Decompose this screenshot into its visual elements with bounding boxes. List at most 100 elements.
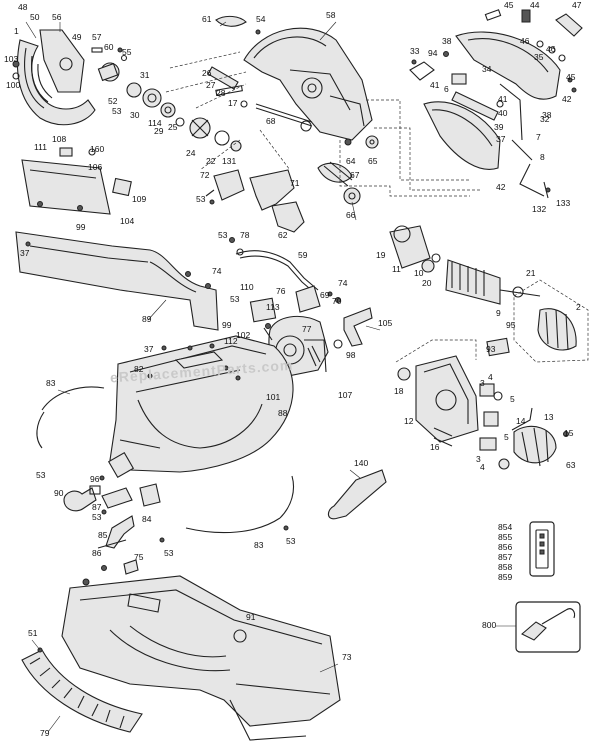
callout: 103	[4, 54, 18, 64]
callout: 85	[98, 530, 108, 540]
callout: 110	[240, 282, 254, 292]
callout: 72	[200, 170, 210, 180]
dashed-assembly-lines	[165, 51, 480, 197]
callout: 88	[278, 408, 288, 418]
callout: 53	[286, 536, 296, 546]
callout: 94	[428, 48, 438, 58]
callout: 96	[90, 474, 100, 484]
callout: 47	[572, 0, 582, 10]
callout: 140	[354, 458, 368, 468]
callout: 52	[108, 96, 118, 106]
label-kit-box	[529, 521, 555, 577]
callout: 55	[122, 47, 132, 57]
callout: 102	[236, 330, 250, 340]
callout: 1	[14, 26, 19, 36]
callout: 66	[346, 210, 356, 220]
callout: 28	[216, 88, 226, 98]
callout: 68	[266, 116, 276, 126]
callout: 21	[526, 268, 536, 278]
callout: 18	[394, 386, 404, 396]
callout: 20	[422, 278, 432, 288]
callout: 53	[112, 106, 122, 116]
handle-assembly	[409, 9, 583, 199]
kit-numbers-list: 854 855 856 857 858 859	[498, 522, 512, 582]
callout: 111	[34, 142, 47, 152]
callout: 100	[6, 80, 20, 90]
kit-number: 857	[498, 552, 512, 562]
callout: 44	[530, 0, 540, 10]
callout: 31	[140, 70, 150, 80]
callout: 105	[378, 318, 392, 328]
callout: 74	[338, 278, 348, 288]
callout: 61	[202, 14, 212, 24]
wrench	[327, 469, 387, 520]
callout: 37	[496, 134, 506, 144]
callout: 71	[290, 178, 300, 188]
callout: 132	[532, 204, 546, 214]
callout: 17	[228, 98, 238, 108]
callout: 14	[516, 416, 526, 426]
callout: 39	[494, 122, 504, 132]
callout: 91	[246, 612, 256, 622]
callout: 38	[442, 36, 452, 46]
kit-number: 858	[498, 562, 512, 572]
kit-number: 856	[498, 542, 512, 552]
callout: 59	[298, 250, 308, 260]
callout: 32	[540, 114, 550, 124]
callout: 13	[544, 412, 554, 422]
callout: 4	[480, 462, 485, 472]
callout: 54	[256, 14, 266, 24]
bevel-lock-parts	[63, 475, 289, 575]
callout: 48	[18, 2, 28, 12]
callout: 5	[510, 394, 515, 404]
callout: 30	[130, 110, 140, 120]
guard-arm-parts	[207, 15, 379, 149]
callout: 42	[496, 182, 506, 192]
callout: 40	[498, 108, 508, 118]
kit-number: 855	[498, 532, 512, 542]
callout: 56	[52, 12, 62, 22]
upper-blade-guard	[243, 27, 373, 141]
callout: 69	[320, 290, 330, 300]
kit-number: 854	[498, 522, 512, 532]
power-cord-box	[515, 601, 581, 653]
callout: 26	[202, 68, 212, 78]
callout: 12	[404, 416, 414, 426]
callout: 37	[20, 248, 30, 258]
callout: 53	[164, 548, 174, 558]
callout: 53	[196, 194, 206, 204]
detent-springs	[36, 386, 295, 534]
callout: 37	[144, 344, 154, 354]
callout: 104	[120, 216, 134, 226]
kit-number: 859	[498, 572, 512, 582]
guard-bracket-group	[205, 161, 361, 233]
leader-lines	[25, 21, 516, 733]
callout: 58	[326, 10, 336, 20]
callout: 93	[486, 344, 496, 354]
callout: 64	[346, 156, 356, 166]
callout: 95	[506, 320, 516, 330]
callout: 67	[350, 170, 360, 180]
callout: 53	[218, 230, 228, 240]
callout: 41	[430, 80, 440, 90]
callout: 5	[504, 432, 509, 442]
callouts: 48 50 56 1 49 57 60 55 103 100 31 52 53 …	[4, 0, 582, 738]
callout: 84	[142, 514, 152, 524]
callout: 98	[346, 350, 356, 360]
callout: 51	[28, 628, 38, 638]
callout: 9	[496, 308, 501, 318]
callout: 3	[476, 454, 481, 464]
callout: 10	[414, 268, 424, 278]
callout: 112	[224, 336, 238, 346]
guard-cover-plate	[39, 29, 85, 93]
turntable	[107, 335, 294, 479]
callout: 82	[134, 364, 144, 374]
callout: 99	[76, 222, 86, 232]
callout: 70	[332, 296, 342, 306]
callout: 6	[444, 84, 449, 94]
callout: 45	[566, 72, 576, 82]
callout: 79	[40, 728, 50, 738]
callout: 109	[132, 194, 146, 204]
callout: 87	[92, 502, 102, 512]
callout: 114	[148, 118, 162, 128]
